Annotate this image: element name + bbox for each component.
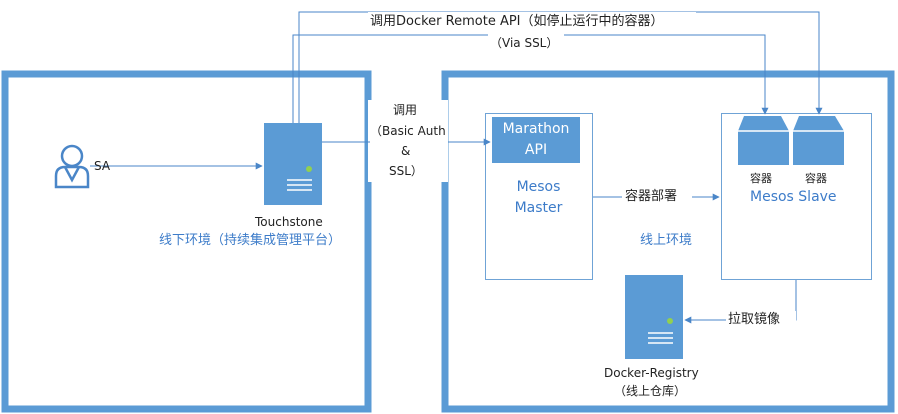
- mesos-master-label-line1: Mesos: [516, 179, 561, 195]
- registry-label-line2: （线上仓库）: [614, 384, 687, 398]
- sa-label: SA: [94, 159, 111, 173]
- online-env-label: 线上环境: [640, 233, 693, 248]
- touchstone-label: Touchstone: [255, 215, 323, 229]
- middle-label-backdrop: [368, 100, 448, 182]
- remote-api-label: 调用Docker Remote API（如停止运行中的容器）: [370, 14, 664, 29]
- online-env-frame: [441, 70, 895, 413]
- marathon-api-box: [492, 117, 580, 163]
- middle-call-line4: SSL）: [389, 164, 423, 178]
- container2-label: 容器: [805, 172, 827, 185]
- middle-call-line3: &: [401, 144, 411, 158]
- marathon-label-line2: API: [524, 142, 548, 158]
- mesos-master-label-line2: Master: [514, 200, 563, 216]
- top-sublabel-backdrop: [488, 34, 564, 52]
- container1-label: 容器: [750, 172, 772, 185]
- middle-call-line1: 调用: [393, 103, 418, 117]
- deploy-label: 容器部署: [625, 189, 678, 204]
- pull-label-backdrop: [726, 311, 796, 329]
- touchstone-server-icon: [264, 123, 322, 205]
- marathon-label-line1: Marathon: [502, 121, 570, 137]
- offline-env-label: 线下环境（持续集成管理平台）: [159, 233, 342, 248]
- middle-call-line2: （Basic Auth: [370, 124, 446, 138]
- top-label-backdrop: [368, 12, 696, 30]
- registry-label-line1: Docker-Registry: [604, 366, 699, 380]
- container-icon-2: [793, 116, 844, 165]
- mesos-slave-label: Mesos Slave: [750, 189, 837, 205]
- remote-api-ssl-label: （Via SSL）: [490, 36, 559, 50]
- user-icon: [54, 144, 90, 189]
- container-icon-1: [738, 116, 789, 165]
- registry-server-icon: [625, 275, 683, 359]
- pull-image-arrow: [684, 280, 797, 324]
- pull-image-label: 拉取镜像: [728, 312, 781, 327]
- deploy-label-backdrop: [622, 187, 692, 205]
- offline-env-frame: [1, 70, 372, 413]
